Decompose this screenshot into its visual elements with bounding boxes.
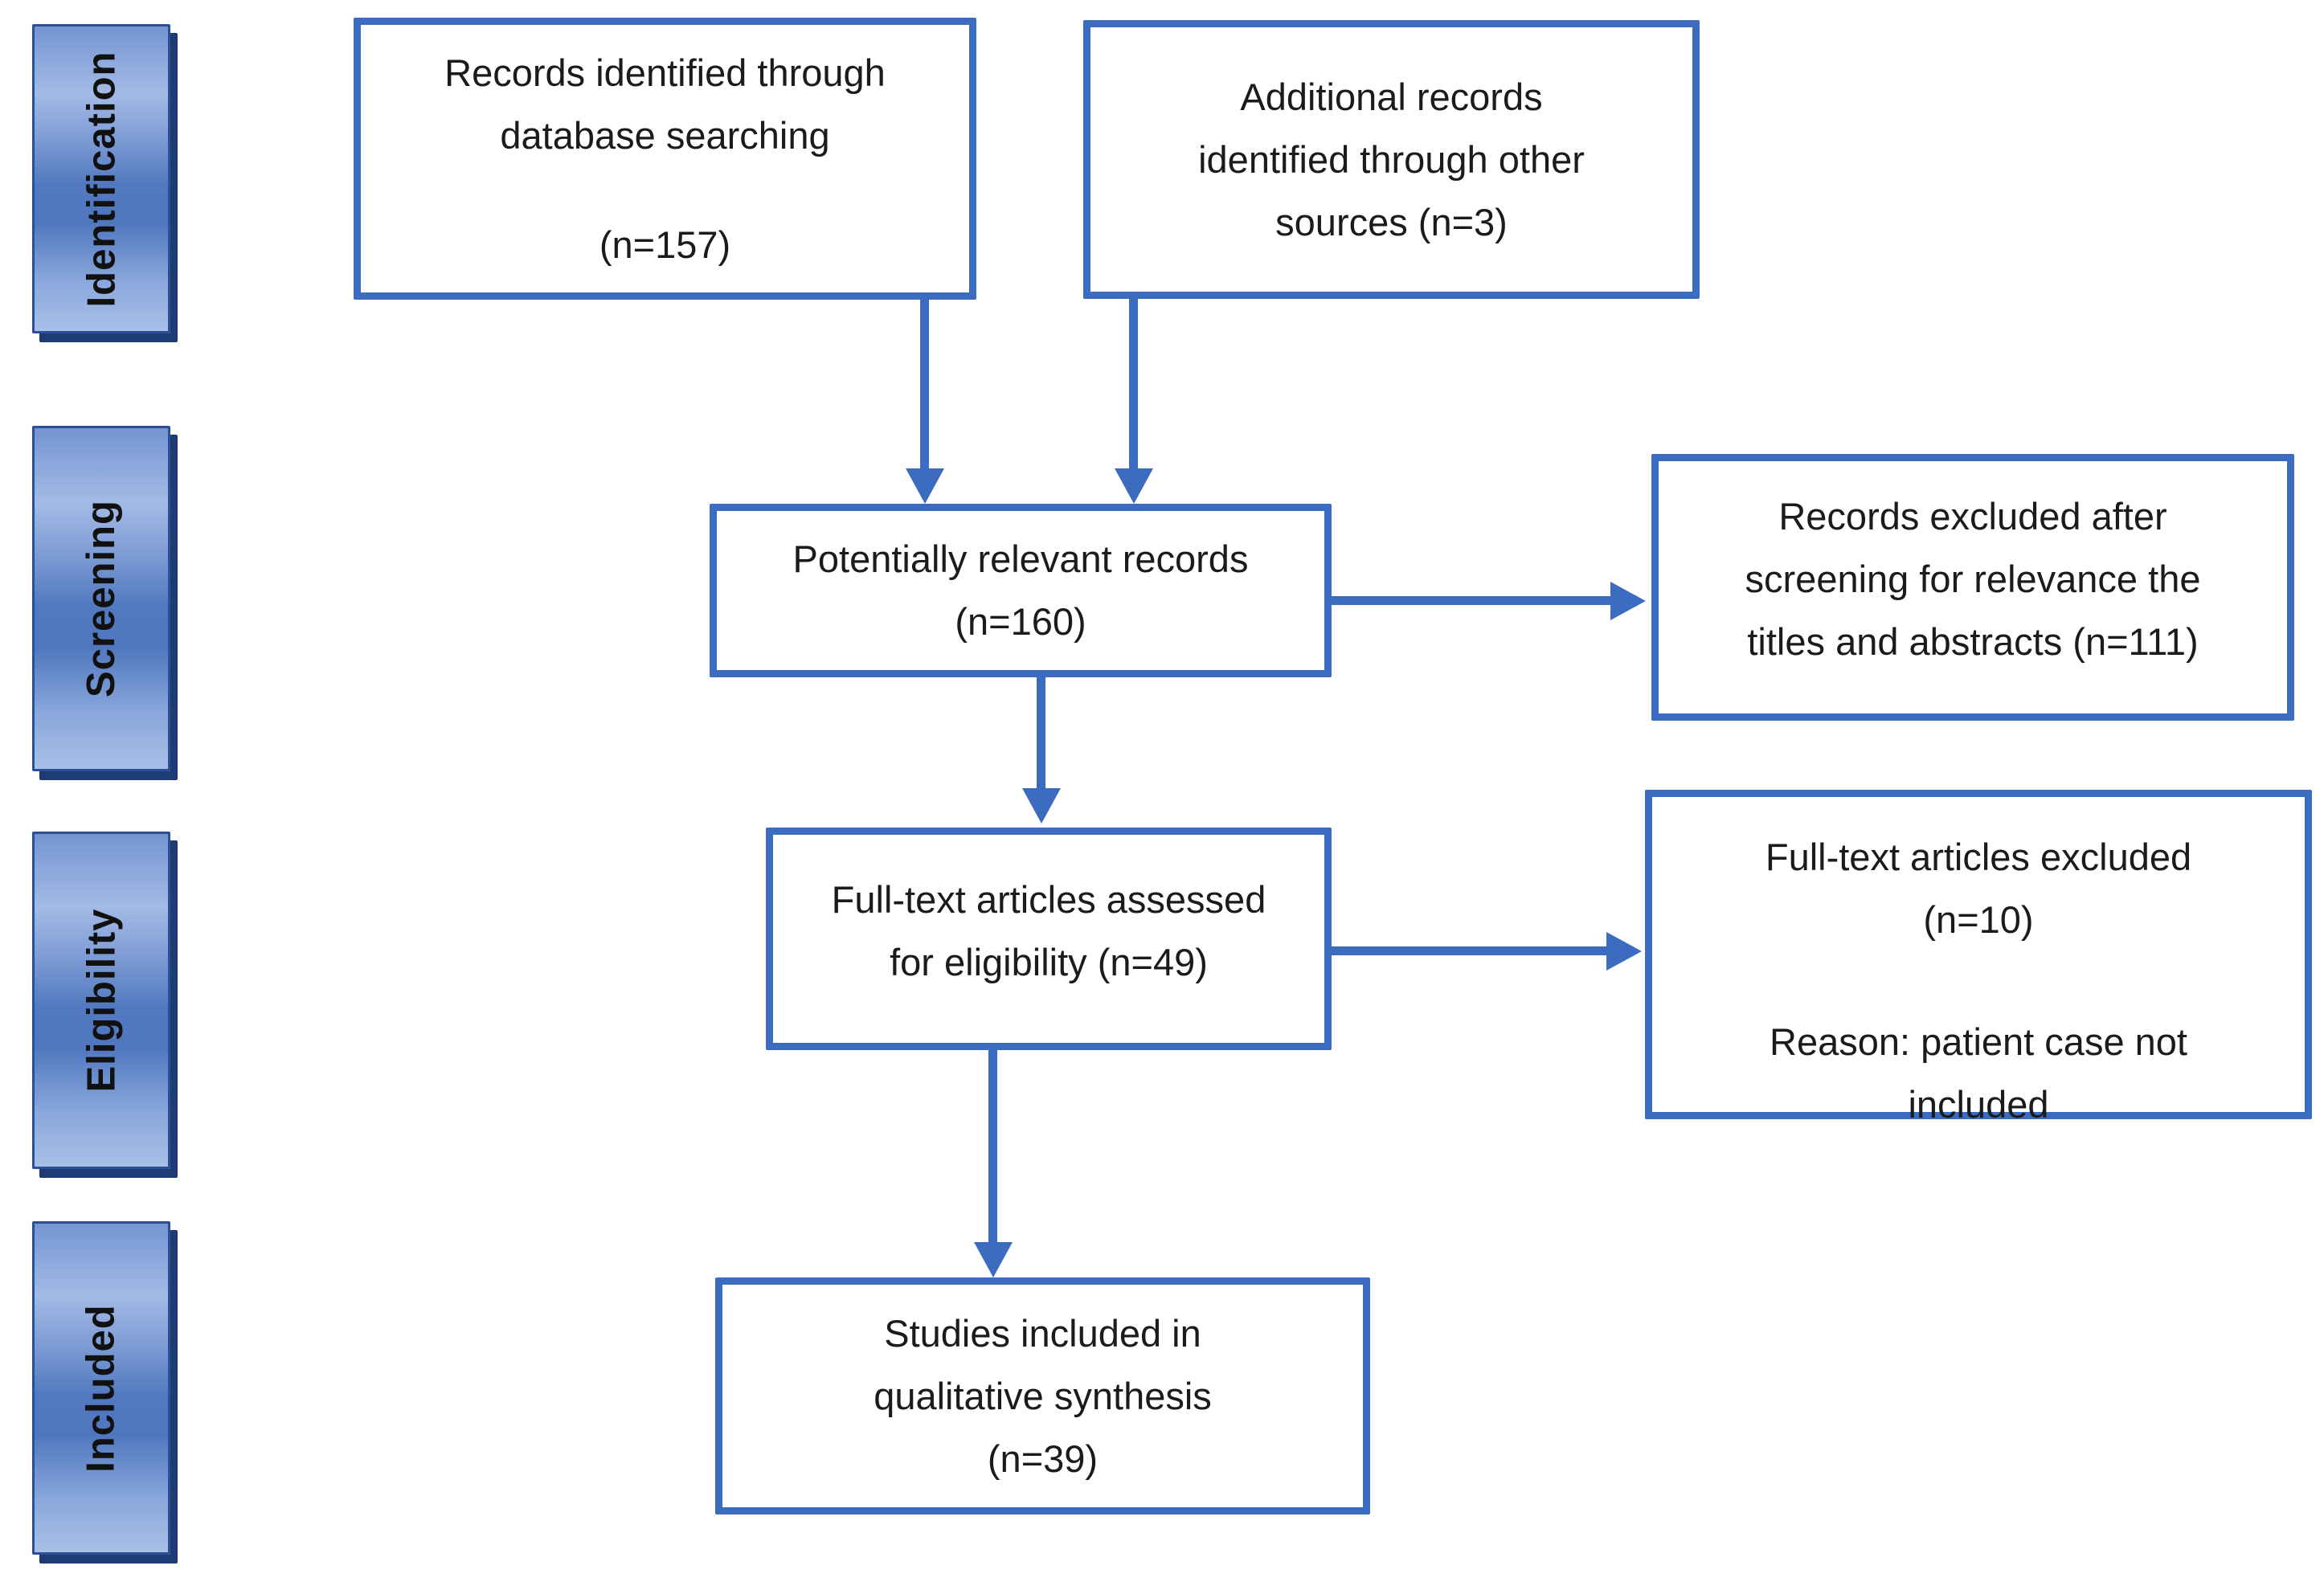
stage-label: Screening (80, 500, 124, 697)
stage-eligibility: Eligibility (32, 832, 170, 1169)
stage-label: Identification (80, 51, 124, 307)
arrow-identified-to-relevant (920, 300, 929, 468)
box-records-identified: Records identified through database sear… (354, 18, 976, 300)
box-text-line: screening for relevance the (1745, 558, 2201, 600)
box-text-line: Studies included in (884, 1311, 1201, 1355)
box-text-line: database searching (500, 113, 830, 157)
arrow-relevant-to-fulltext (1037, 677, 1045, 788)
stage-label: Included (80, 1303, 123, 1473)
box-text-line: identified through other (1198, 137, 1585, 181)
box-count: (n=157) (599, 223, 731, 266)
box-text-line: (n=39) (987, 1437, 1099, 1480)
box-text-line: Full-text articles assessed (831, 878, 1266, 921)
box-text-line: titles and abstracts (n=111) (1747, 620, 2199, 663)
box-text-line: included (1908, 1083, 2049, 1126)
box-count: (n=10) (1923, 898, 2034, 941)
stage-included: Included (32, 1221, 170, 1555)
box-text-line: Records excluded after (1778, 495, 2167, 538)
box-text-line: Potentially relevant records (792, 538, 1249, 580)
box-additional-records: Additional records identified through ot… (1083, 20, 1700, 299)
stage-label: Eligibility (80, 908, 124, 1093)
box-fulltext-excluded: Full-text articles excluded (n=10) Reaso… (1645, 790, 2312, 1126)
box-records-excluded: Records excluded after screening for rel… (1651, 454, 2294, 721)
stage-screening: Screening (32, 426, 170, 771)
box-text-line: Full-text articles excluded (1765, 836, 2192, 878)
box-text-line: Additional records (1240, 75, 1543, 118)
box-text-line: Records identified through (444, 51, 886, 94)
box-text-line: Reason: patient case not (1770, 1020, 2187, 1063)
box-text-line: for eligibility (n=49) (890, 941, 1208, 983)
box-text-line: (n=160) (955, 600, 1086, 643)
box-fulltext-assessed: Full-text articles assessed for eligibil… (766, 828, 1332, 1050)
stage-identification: Identification (32, 24, 170, 333)
box-text-line: qualitative synthesis (874, 1374, 1212, 1417)
box-potentially-relevant: Potentially relevant records (n=160) (710, 504, 1332, 677)
box-text-line: sources (n=3) (1275, 200, 1508, 243)
arrow-relevant-to-screen-excluded (1332, 596, 1610, 605)
box-studies-included: Studies included in qualitative synthesi… (715, 1277, 1370, 1514)
arrow-additional-to-relevant (1129, 299, 1138, 468)
arrow-fulltext-to-included (988, 1050, 997, 1242)
arrow-fulltext-to-fulltext-excluded (1332, 946, 1606, 955)
